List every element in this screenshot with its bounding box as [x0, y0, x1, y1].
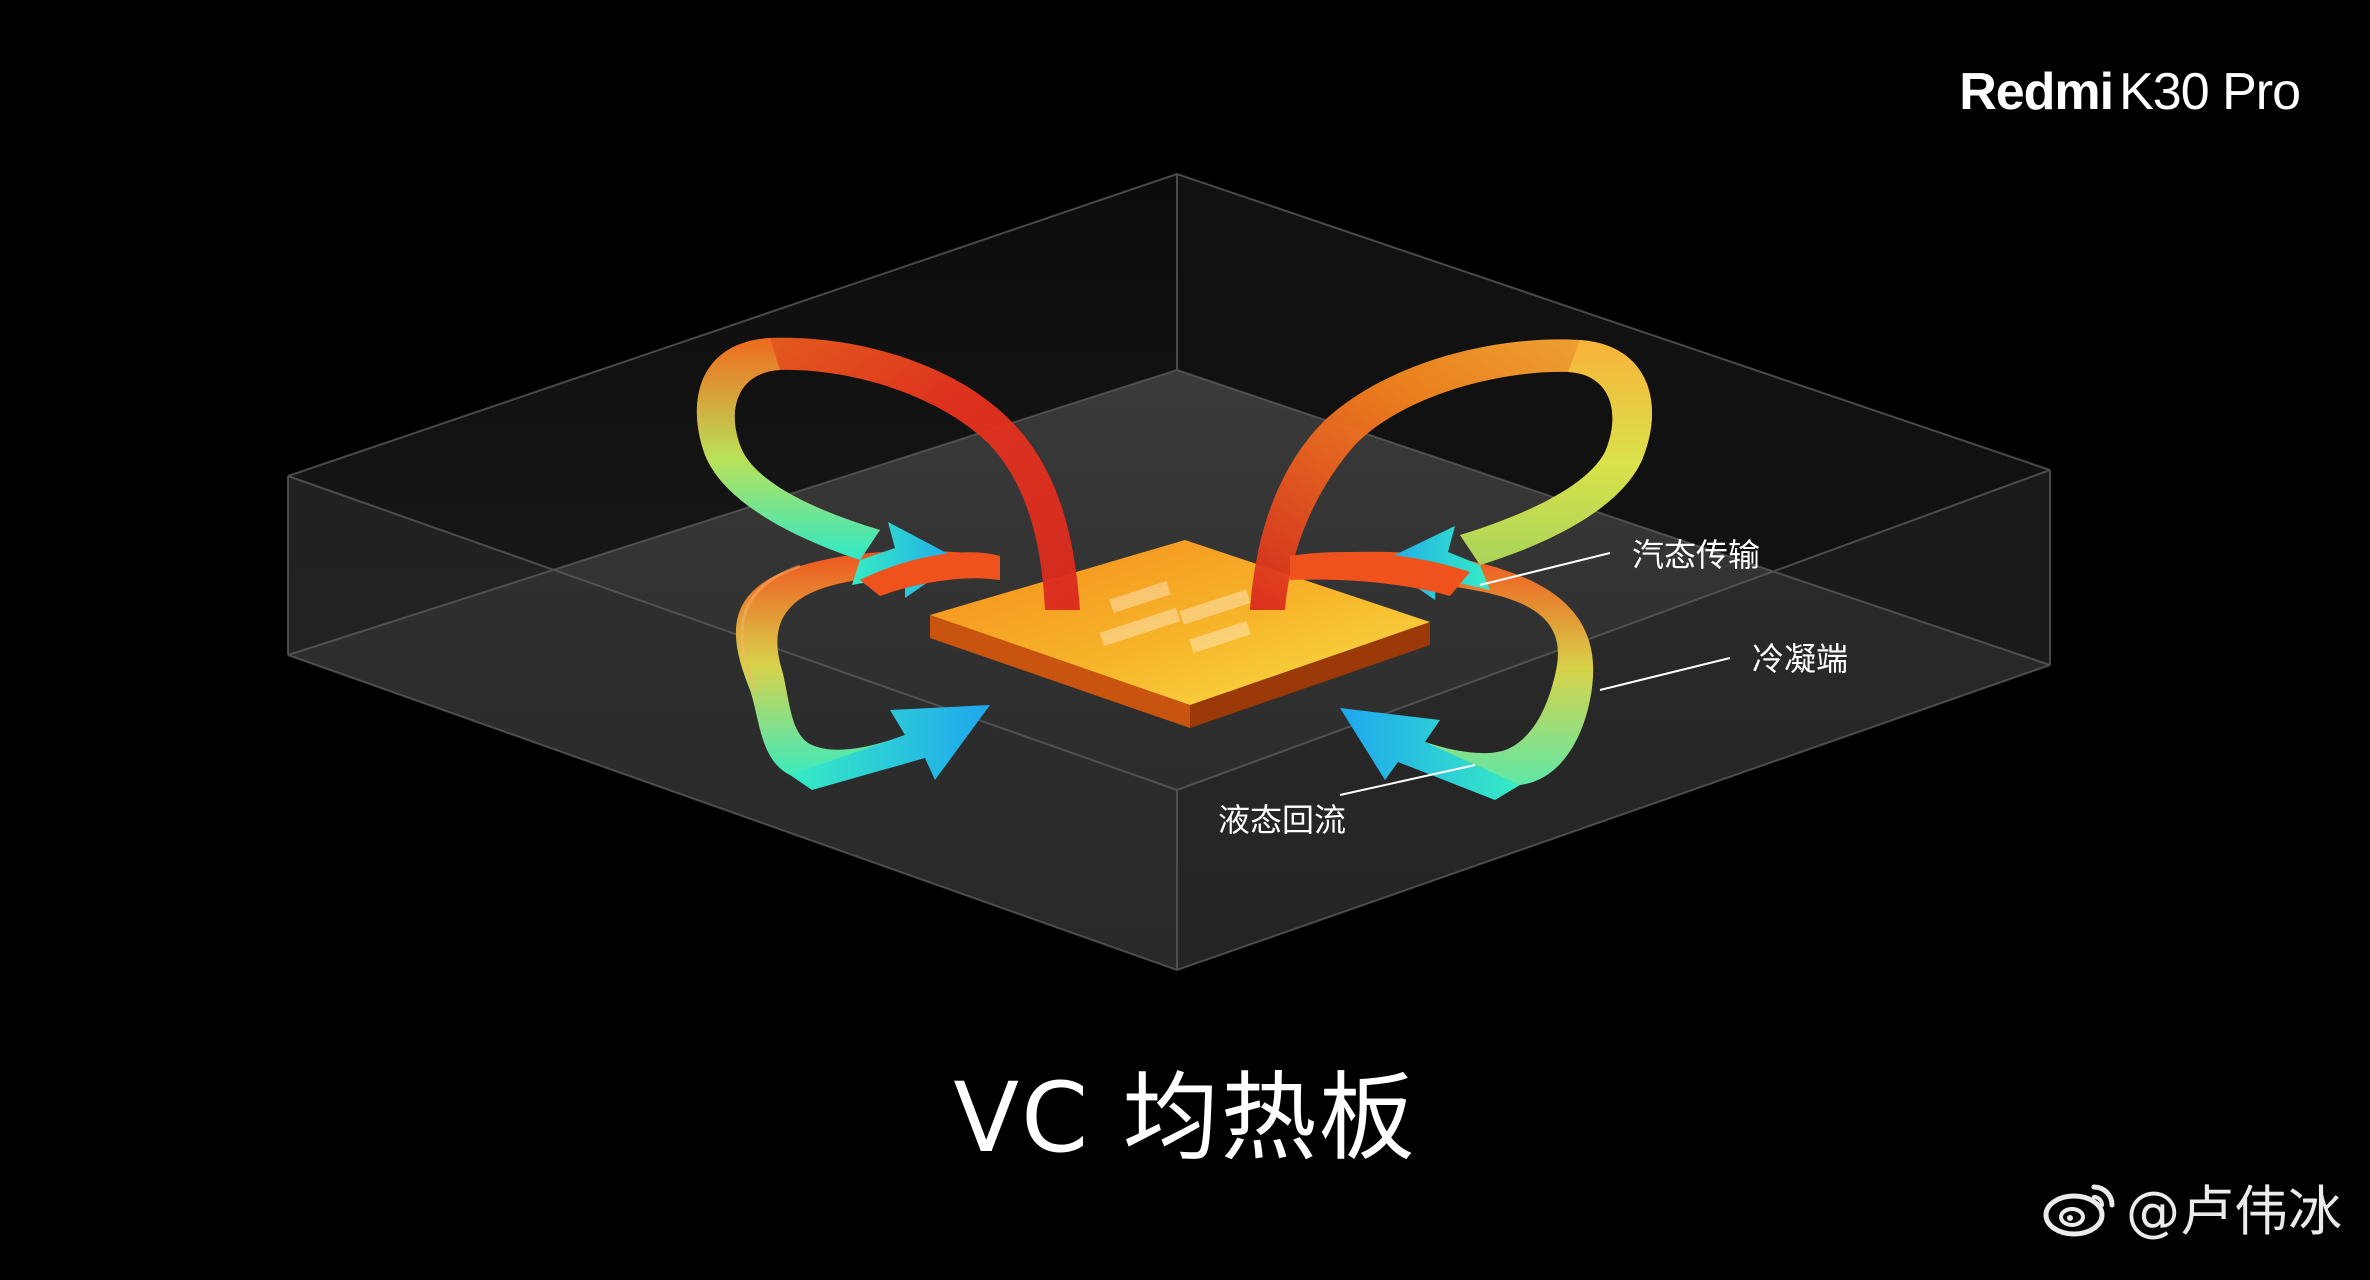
weibo-icon	[2043, 1184, 2115, 1236]
label-liquid: 液态回流	[1218, 801, 1347, 839]
upper-left-loop	[696, 337, 1080, 610]
leader-vapor	[1479, 552, 1611, 586]
box-front-right-wall	[1177, 470, 2050, 970]
upper-right-loop	[1250, 339, 1653, 610]
lower-right-lip	[1290, 552, 1470, 596]
leader-lines	[1339, 552, 1731, 796]
brand-name: Redmi	[1959, 63, 2114, 121]
label-condense: 冷凝端	[1752, 640, 1849, 678]
brand-model: K30 Pro	[2119, 63, 2301, 121]
arrow-lower-left	[790, 705, 990, 790]
label-vapor: 汽态传输	[1632, 536, 1761, 574]
watermark-handle: @卢伟冰	[2126, 1180, 2342, 1243]
box-front-left-wall	[288, 476, 1177, 970]
leader-liquid	[1339, 764, 1476, 796]
leader-condense	[1599, 657, 1731, 691]
arrow-lower-right	[1340, 708, 1520, 800]
chip-marking	[1099, 581, 1251, 653]
lower-left-lip	[860, 552, 1000, 596]
watermark: @卢伟冰	[2040, 1167, 2342, 1246]
chip-front-left	[930, 615, 1190, 728]
page-title: VC 均热板	[953, 1062, 1417, 1174]
chip-front-right	[1190, 622, 1430, 728]
